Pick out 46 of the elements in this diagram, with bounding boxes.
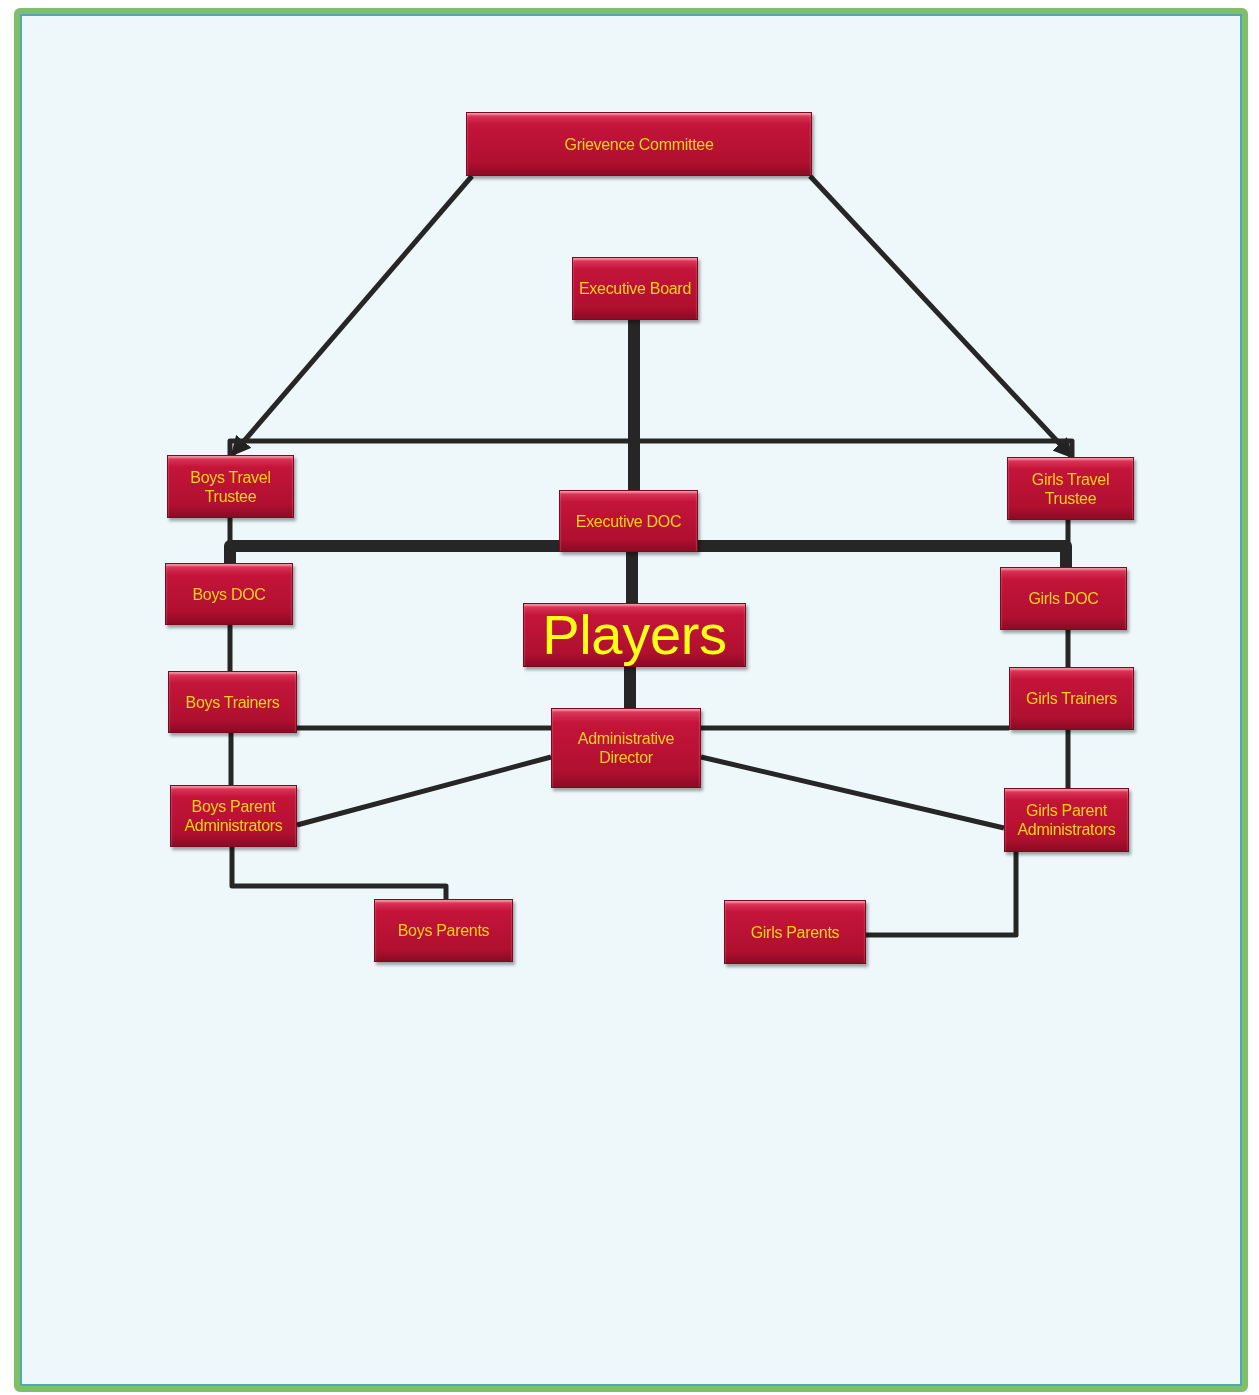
org-box [523, 603, 746, 667]
org-box [1009, 667, 1134, 730]
connector-line [224, 540, 559, 563]
org-box [724, 900, 866, 964]
org-box [1007, 457, 1134, 520]
org-box [165, 563, 293, 625]
connector-line [297, 725, 551, 731]
connector-line [628, 320, 640, 490]
box-label: Players [542, 605, 727, 665]
connector-line [701, 725, 1009, 731]
box-label: Boys Trainers [185, 692, 280, 712]
connector-line [227, 625, 233, 671]
connector-line [626, 552, 638, 603]
box-label: Girls DOC [1028, 589, 1099, 608]
org-box [374, 899, 513, 962]
box-label: Executive Board [579, 279, 691, 298]
connector-line [229, 847, 449, 899]
box-label: Girls Trainers [1026, 689, 1117, 708]
org-box [559, 490, 698, 552]
connector-line [1065, 630, 1071, 667]
connector-line [866, 852, 1019, 938]
org-box [168, 671, 297, 733]
org-box [466, 112, 812, 176]
box-label: Boys Parent Administrators [183, 797, 284, 835]
box-label: Girls Parents [750, 922, 840, 942]
box-label: Grievence Committee [564, 134, 714, 154]
connector-line [700, 754, 1005, 831]
org-box [572, 257, 698, 320]
box-label: Boys Parents [397, 921, 490, 940]
org-box [167, 455, 294, 518]
connector-line [230, 174, 474, 457]
connector-line [624, 667, 636, 708]
connector-line [296, 754, 552, 828]
org-box [1004, 788, 1129, 852]
connector-line [698, 540, 1072, 567]
box-label: Boys DOC [192, 584, 266, 604]
box-label: Boys Travel Trustee [189, 467, 272, 506]
org-box [170, 785, 297, 847]
box-label: Girls Travel Trustee [1030, 469, 1111, 508]
connector-line [1065, 730, 1071, 788]
box-label: Executive DOC [575, 511, 682, 531]
box-label: Girls Parent Administrators [1016, 801, 1117, 839]
org-box [551, 708, 701, 788]
org-box [1000, 567, 1127, 630]
connector-line [228, 733, 234, 785]
box-label: Administrative Director [576, 729, 676, 767]
